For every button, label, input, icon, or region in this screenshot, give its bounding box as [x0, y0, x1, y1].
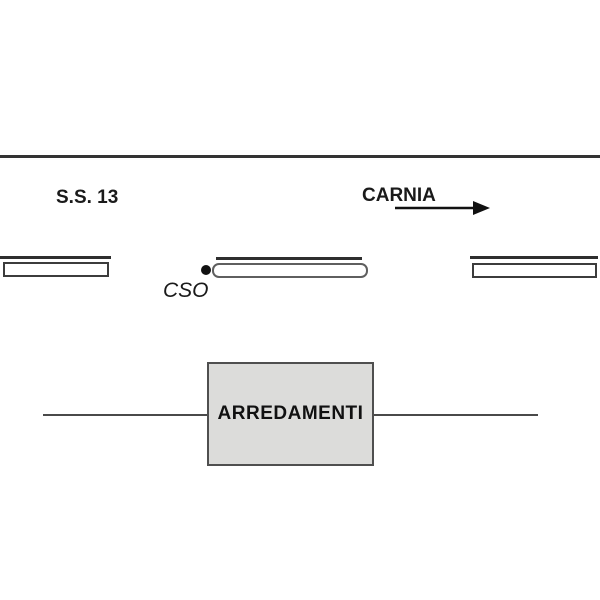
road-median-left: [3, 262, 109, 277]
guardrail-line-left: [0, 256, 111, 259]
junction-label: CSO: [163, 279, 209, 302]
arrow-right-icon: [395, 201, 490, 215]
access-road-line-right: [374, 414, 538, 416]
junction-dot-icon: [201, 265, 211, 275]
main-road-line: [0, 155, 600, 158]
guardrail-line-right: [470, 256, 598, 259]
access-road-line-left: [43, 414, 207, 416]
guardrail-line-center: [216, 257, 362, 260]
highway-label: S.S. 13: [56, 187, 119, 208]
road-median-right: [472, 263, 597, 278]
direction-label: CARNIA: [362, 185, 436, 206]
building-box: ARREDAMENTI: [207, 362, 374, 466]
road-median-center: [212, 263, 368, 278]
building-label: ARREDAMENTI: [217, 403, 364, 424]
